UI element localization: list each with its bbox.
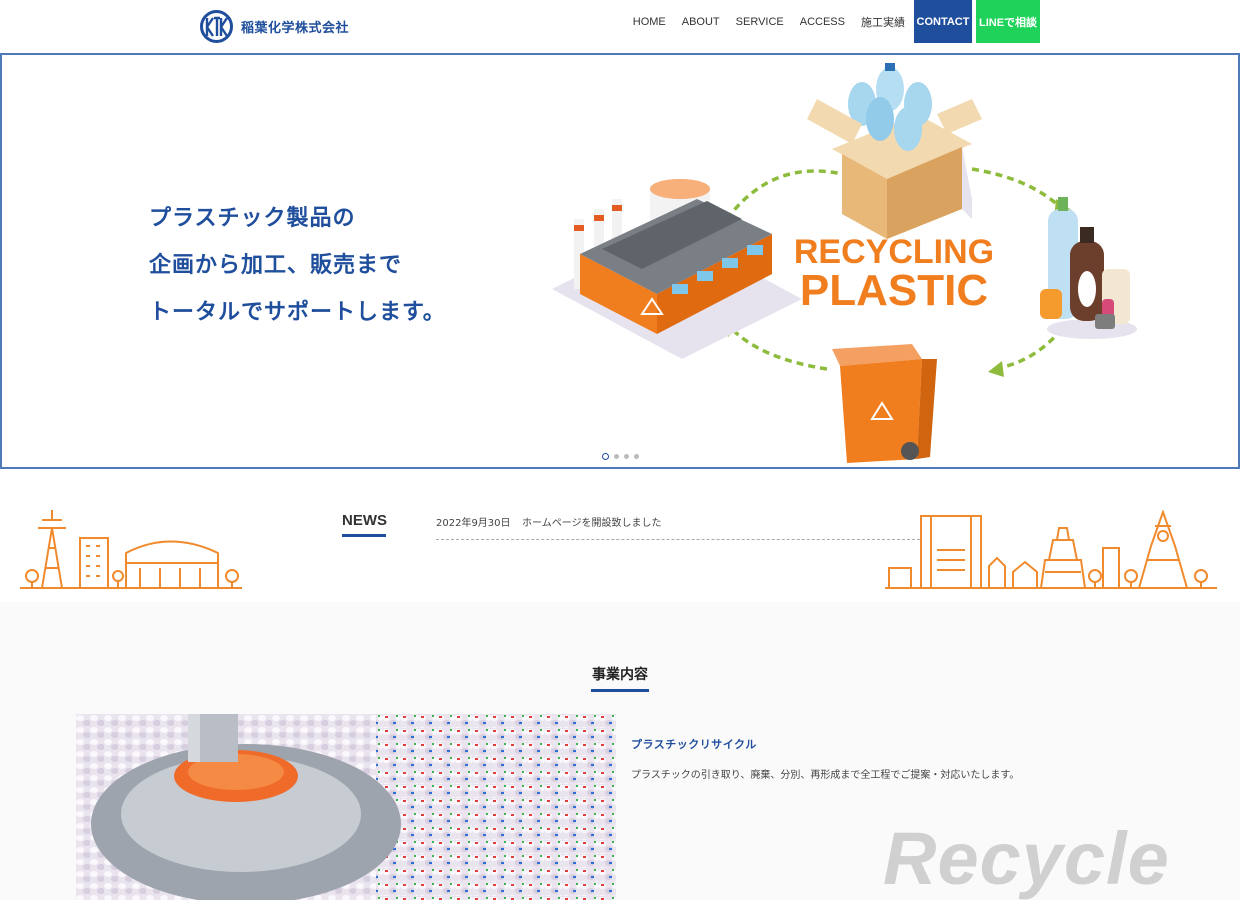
main-nav: HOME ABOUT SERVICE ACCESS 施工実績 CONTACT L… [625, 0, 1040, 43]
slider-dot-3[interactable] [624, 454, 629, 459]
nav-works[interactable]: 施工実績 [861, 16, 905, 29]
line-consult-button[interactable]: LINEで相談 [976, 0, 1040, 43]
news-divider [436, 539, 920, 540]
business-description: プラスチックの引き取り、廃棄、分別、再形成まで全工程でご提案・対応いたします。 [631, 770, 1020, 781]
hero-line-2: 企画から加工、販売まで [149, 253, 403, 278]
recycle-watermark: Recycle [883, 817, 1170, 900]
site-header: 稲葉化学株式会社 HOME ABOUT SERVICE ACCESS 施工実績 … [0, 0, 1240, 52]
news-title-underline [342, 534, 386, 537]
logo-mark-icon [200, 10, 233, 43]
news-item-link[interactable]: ホームページを開設致しました [522, 518, 662, 529]
nav-about[interactable]: ABOUT [681, 15, 720, 28]
nav-service[interactable]: SERVICE [735, 15, 784, 28]
news-title: NEWS [342, 512, 387, 529]
contact-button[interactable]: CONTACT [914, 0, 972, 43]
hero-copy: プラスチック製品の 企画から加工、販売まで トータルでサポートします。 [149, 195, 446, 336]
plastic-title: PLASTIC [800, 266, 988, 315]
company-name: 稲葉化学株式会社 [241, 21, 350, 36]
containers-icon [1040, 197, 1137, 339]
business-subtitle: プラスチックリサイクル [631, 738, 757, 751]
city-skyline-left-icon [20, 510, 242, 589]
recycle-bin-icon [832, 344, 937, 463]
hero-line-3: トータルでサポートします。 [149, 300, 446, 325]
slider-dot-4[interactable] [634, 454, 639, 459]
business-heading: 事業内容 [592, 667, 648, 683]
recycling-title: RECYCLING [794, 233, 994, 271]
factory-icon [552, 179, 802, 359]
hero-slider[interactable]: プラスチック製品の 企画から加工、販売まで トータルでサポートします。 [0, 53, 1240, 469]
news-item-date: 2022年9月30日 [436, 518, 511, 529]
nav-access[interactable]: ACCESS [799, 15, 845, 28]
nav-home[interactable]: HOME [632, 15, 666, 28]
company-logo[interactable]: 稲葉化学株式会社 [200, 10, 349, 43]
slider-dot-1[interactable] [602, 453, 609, 460]
plastic-pellets-photo [76, 714, 616, 900]
news-section: NEWS 2022年9月30日 ホームページを開設致しました [0, 470, 1240, 602]
slider-dots [602, 453, 639, 460]
bottle-box-icon [807, 63, 982, 239]
recycling-illustration: RECYCLING PLASTIC [552, 63, 1137, 463]
business-heading-underline [591, 689, 649, 692]
city-skyline-right-icon [885, 510, 1217, 589]
business-section: 事業内容 プラスチックリサイクル プラスチックの引き取り、廃棄、分別、再形成まで… [0, 602, 1240, 900]
hero-line-1: プラスチック製品の [149, 206, 356, 231]
slider-dot-2[interactable] [614, 454, 619, 459]
